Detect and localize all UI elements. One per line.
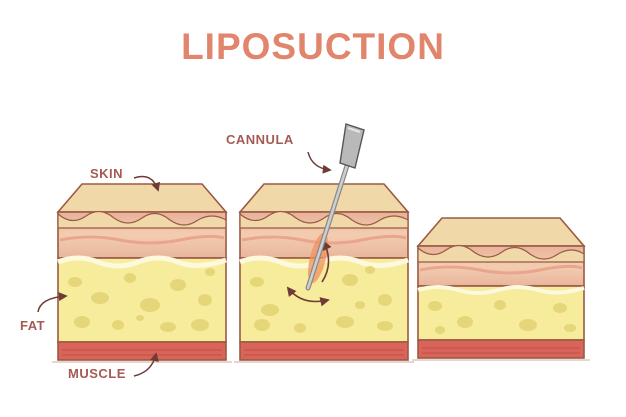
curved-arrow-icon (286, 286, 330, 307)
cannula-icon (305, 123, 365, 291)
curved-arrow-icon (37, 292, 68, 313)
curved-arrow-icon (321, 240, 332, 283)
tissue-block-procedure (238, 183, 410, 361)
skin-label: SKIN (90, 166, 124, 181)
tissue-block-normal (56, 183, 228, 361)
fat-label: FAT (20, 318, 46, 333)
muscle-label: MUSCLE (68, 366, 126, 381)
curved-arrow-icon (307, 151, 332, 174)
curved-arrow-icon (133, 352, 159, 377)
cannula-label: CANNULA (226, 132, 294, 147)
diagram-title: LIPOSUCTION (181, 26, 445, 67)
curved-arrow-icon (133, 175, 160, 192)
tissue-block-after (416, 217, 586, 359)
